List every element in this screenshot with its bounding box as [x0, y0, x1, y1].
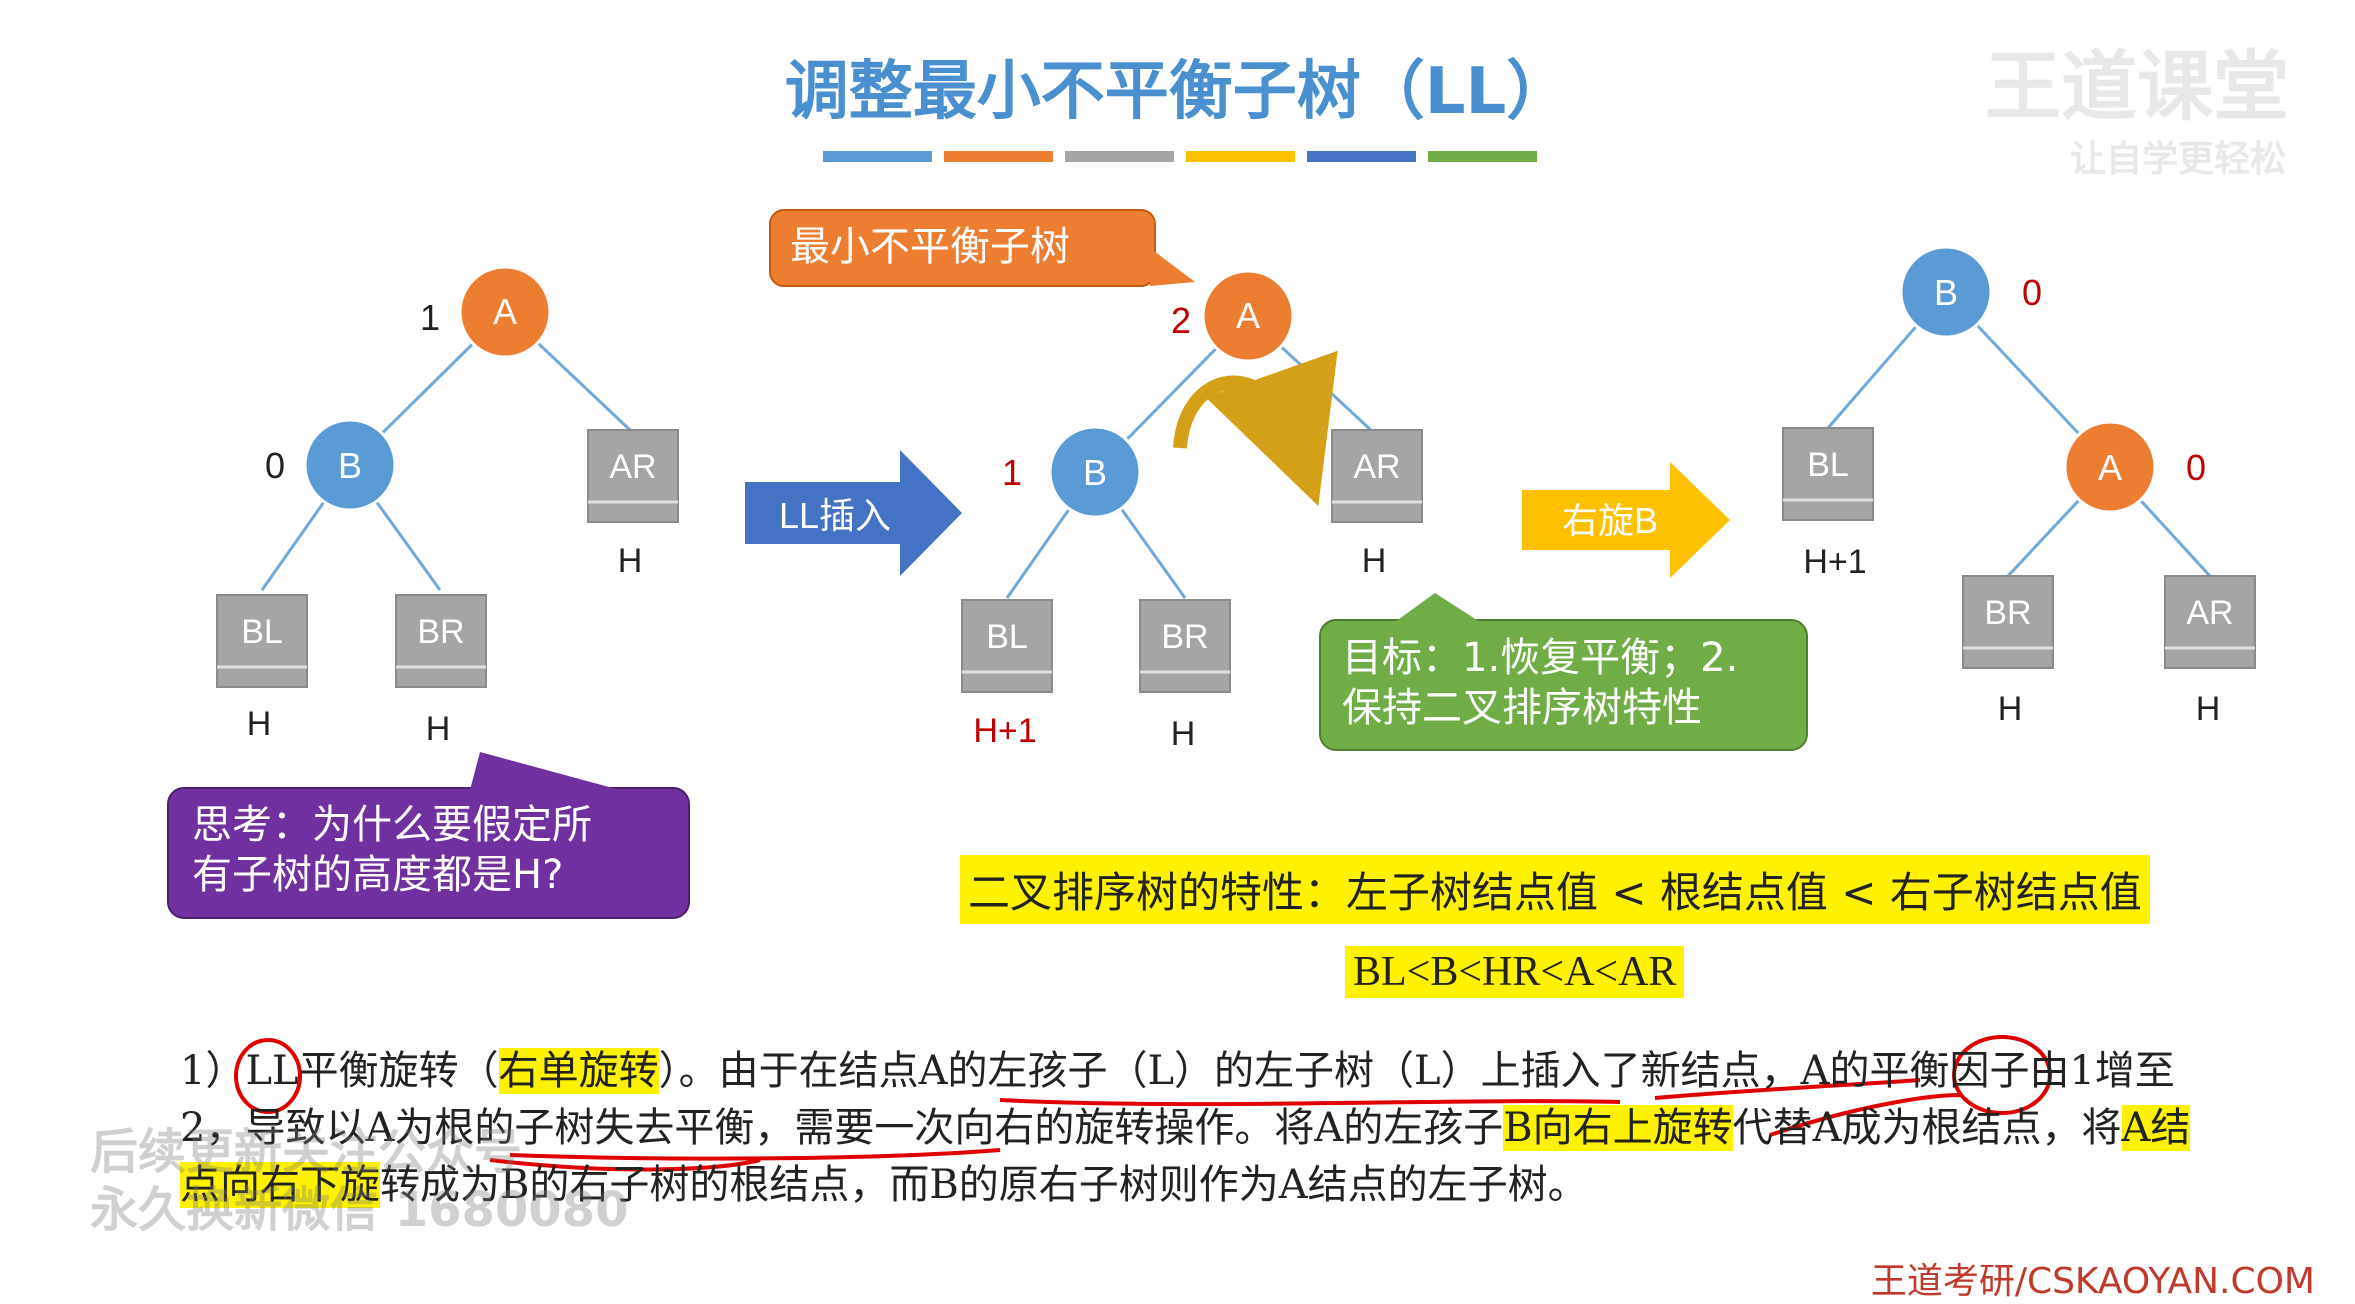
title-bar-3 — [1065, 151, 1174, 162]
goal-callout — [1319, 593, 1808, 751]
height-br: H — [1998, 690, 2023, 728]
rotate-right-arrow: 右旋B — [1522, 462, 1730, 578]
node-a — [458, 265, 552, 359]
height-br: H — [1171, 715, 1196, 753]
title-bar-4 — [1186, 151, 1295, 162]
para-highlight-right-rotation: 右单旋转 — [498, 1048, 659, 1094]
think-text: 思考：为什么要假定所 有子树的高度都是H? — [192, 800, 592, 900]
subtree-ar — [587, 429, 679, 523]
subtree-bl — [961, 599, 1053, 693]
bst-property-rule: 二叉排序树的特性：左子树结点值 < 根结点值 < 右子树结点值 — [960, 855, 2150, 924]
subtree-bl-label: BL — [1807, 446, 1849, 484]
node-b — [1899, 245, 1993, 339]
subtree-bl-label: BL — [986, 618, 1028, 656]
balance-factor-a: 0 — [2186, 447, 2206, 488]
watermark-slogan: 让自学更轻松 — [2070, 139, 2287, 180]
para-part-7: 转成为B的右子树的根结点，而B的原右子树则作为A结点的左子树。 — [380, 1162, 1588, 1208]
think-line-2: 有子树的高度都是H? — [192, 852, 564, 898]
think-line-1: 思考：为什么要假定所 — [192, 802, 592, 848]
subtree-ar-label: AR — [1353, 448, 1400, 486]
para-part-1: 1）LL平衡旋转（ — [180, 1048, 499, 1094]
footer-brand: 王道考研/CSKAOYAN.COM — [1870, 1261, 2315, 1302]
node-a-label: A — [493, 291, 517, 332]
height-ar: H — [618, 542, 643, 580]
node-b — [1048, 425, 1142, 519]
height-ar: H — [2196, 690, 2221, 728]
node-b-label: B — [1934, 272, 1958, 313]
watermark-left-1: 后续更新关注公众号 — [90, 1124, 523, 1180]
min-unbalanced-callout — [769, 209, 1195, 287]
balance-factor-b: 1 — [1002, 452, 1022, 493]
para-highlight-b-rotate: B向右上旋转 — [1503, 1105, 1733, 1151]
subtree-ar — [2164, 575, 2256, 669]
title-bar-2 — [944, 151, 1053, 162]
rotate-right-label: 右旋B — [1562, 500, 1658, 541]
node-a-label: A — [2098, 447, 2122, 488]
title-bar-5 — [1307, 151, 1416, 162]
subtree-br — [1962, 575, 2054, 669]
subtree-br — [395, 594, 487, 688]
balance-factor-a: 1 — [420, 297, 440, 338]
node-a — [2063, 420, 2157, 514]
bst-order-expression: BL<B<HR<A<AR — [1345, 946, 1685, 998]
subtree-br-label: BR — [1161, 618, 1208, 656]
think-callout — [167, 752, 690, 919]
height-bl: H — [247, 705, 272, 743]
node-a-label: A — [1236, 295, 1260, 336]
tree-3: B 0 A 0 BL H+1 BR H AR H — [1782, 245, 2256, 728]
tree-2: A 2 B 1 BL H+1 BR H AR H — [961, 269, 1423, 753]
watermark-left-2: 永久换新微信 1680080 — [90, 1182, 629, 1238]
subtree-ar-label: AR — [609, 448, 656, 486]
node-b-label: B — [338, 445, 362, 486]
subtree-ar-label: AR — [2186, 594, 2233, 632]
subtree-br-label: BR — [1984, 594, 2031, 632]
balance-factor-b: 0 — [265, 445, 285, 486]
page-title: 调整最小不平衡子树（LL） — [784, 55, 1571, 129]
watermark-logo: 王道课堂 — [1985, 42, 2289, 131]
node-a — [1201, 269, 1295, 363]
rotate-arc-arrow — [1173, 350, 1338, 506]
subtree-ar — [1331, 429, 1423, 523]
subtree-bl — [1782, 427, 1874, 521]
height-bl: H+1 — [1803, 543, 1866, 581]
node-b-label: B — [1083, 452, 1107, 493]
title-bar-1 — [823, 151, 932, 162]
balance-factor-b: 0 — [2022, 272, 2042, 313]
para-part-5: 代替A成为根结点，将 — [1732, 1105, 2122, 1151]
height-bl: H+1 — [973, 712, 1036, 750]
subtree-br-label: BR — [417, 613, 464, 651]
height-ar: H — [1362, 542, 1387, 580]
ll-rotation-explanation: 1）LL平衡旋转（右单旋转）。由于在结点A的左孩子（L）的左子树（L）上插入了新… — [180, 1043, 2230, 1214]
goal-line-2: 保持二叉排序树特性 — [1342, 685, 1702, 731]
title-bar-6 — [1428, 151, 1537, 162]
subtree-bl-label: BL — [241, 613, 283, 651]
ll-insert-label: LL插入 — [779, 495, 891, 536]
tree-1: A 1 B 0 BL H BR H AR H — [216, 265, 679, 748]
subtree-br — [1139, 599, 1231, 693]
height-br: H — [426, 710, 451, 748]
node-b — [303, 418, 397, 512]
goal-text: 目标：1.恢复平衡；2. 保持二叉排序树特性 — [1342, 633, 1738, 733]
para-part-3: ）。由于在结点A的左孩子（L）的左子树（L）上插入了新结点，A的平衡因子由1增至… — [180, 1048, 2175, 1151]
ll-insert-arrow: LL插入 — [745, 450, 962, 576]
subtree-bl — [216, 594, 308, 688]
balance-factor-a: 2 — [1171, 300, 1191, 341]
goal-line-1: 目标：1.恢复平衡；2. — [1342, 635, 1739, 681]
min-unbalanced-text: 最小不平衡子树 — [790, 224, 1070, 270]
handwritten-annotations — [234, 1035, 2052, 1172]
